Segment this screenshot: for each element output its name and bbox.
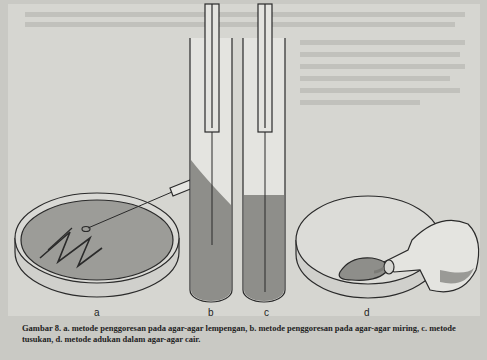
figure-letter: a [94,307,100,318]
figure-letter: b [208,307,214,318]
figure-caption: Gambar 8. a. metode penggoresan pada aga… [22,323,474,345]
figure-letter: d [364,307,370,318]
figure-letter: c [264,307,269,318]
